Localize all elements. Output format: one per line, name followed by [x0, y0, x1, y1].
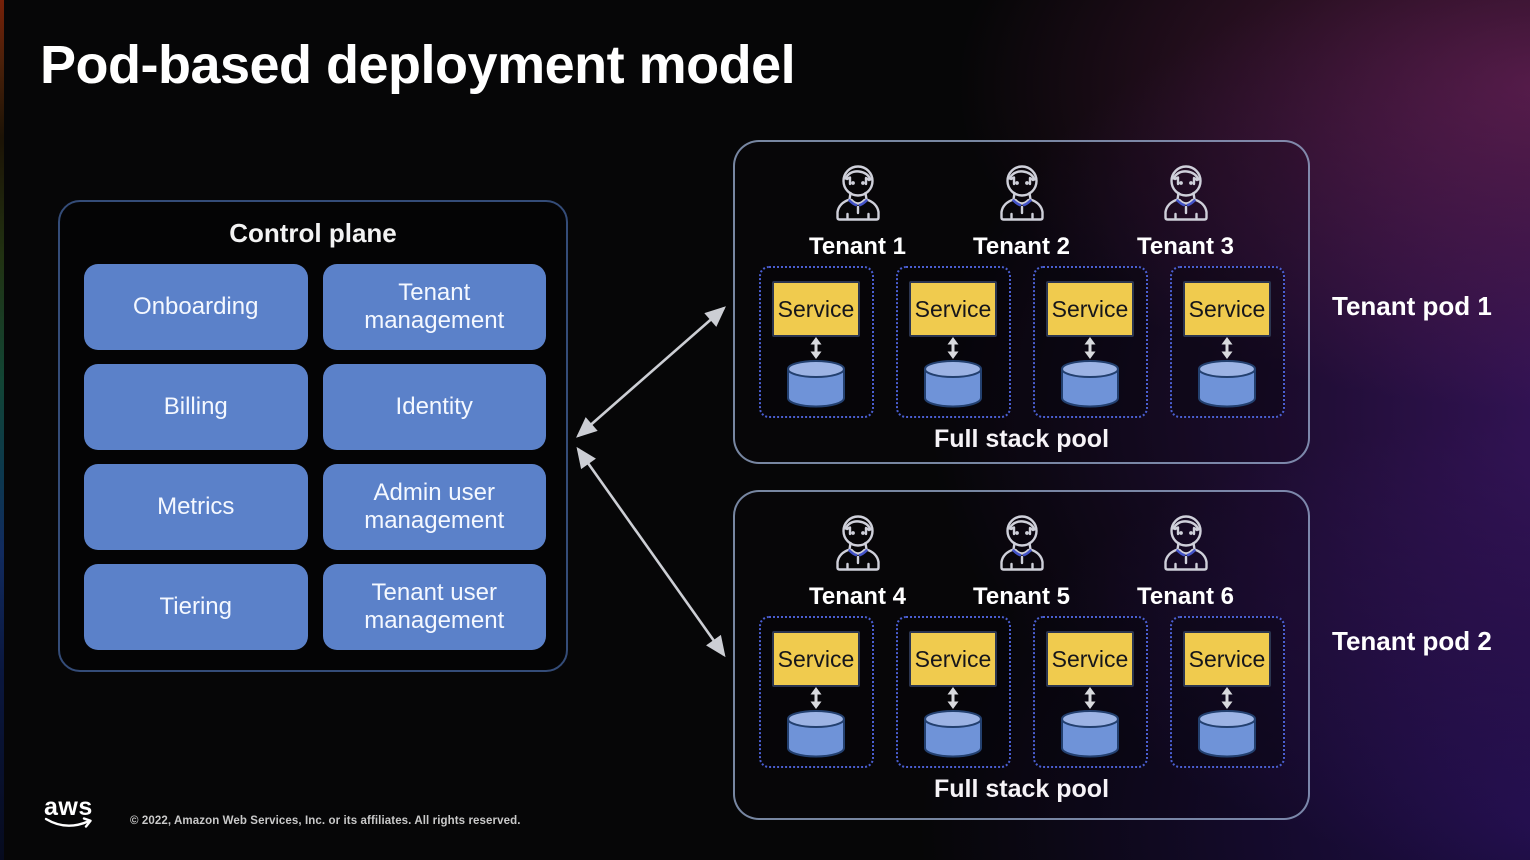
- copyright-text: © 2022, Amazon Web Services, Inc. or its…: [130, 815, 521, 827]
- person-icon: [999, 165, 1044, 221]
- control-plane-label: Control plane: [229, 218, 397, 248]
- service-identity: Identity: [322, 364, 546, 450]
- service-unit: Service: [758, 616, 874, 768]
- tenant-label: Tenant 1: [809, 233, 906, 260]
- person-icon: [835, 165, 880, 221]
- service-box: Service: [1183, 281, 1271, 337]
- service-unit: Service: [1169, 616, 1285, 768]
- arrow-control-to-pod2: [576, 446, 726, 658]
- tenant-6: Tenant 6: [1111, 507, 1261, 611]
- bidirectional-arrow-icon: [946, 337, 960, 359]
- database-icon: [787, 710, 845, 758]
- service-box: Service: [772, 281, 860, 337]
- service-box: Service: [909, 281, 997, 337]
- database-icon: [787, 360, 845, 408]
- database-icon: [1061, 360, 1119, 408]
- tenant-pod-1-label: Tenant pod 1: [1332, 291, 1492, 321]
- service-box: Service: [1183, 631, 1271, 687]
- database-icon: [924, 360, 982, 408]
- tenant-label: Tenant 6: [1137, 583, 1234, 610]
- service-tenant-user-management: Tenant user management: [322, 564, 546, 650]
- database-icon: [1198, 360, 1256, 408]
- tenant-label: Tenant 2: [973, 233, 1070, 260]
- tenant-4: Tenant 4: [783, 507, 933, 611]
- full-stack-pool-label: Full stack pool: [933, 425, 1110, 453]
- pod1-tenant-row: Tenant 1 Tenant 2 Tenant 3: [735, 157, 1308, 261]
- service-box: Service: [1046, 281, 1134, 337]
- tenant-pod-2-label: Tenant pod 2: [1332, 626, 1492, 656]
- tenant-2: Tenant 2: [947, 157, 1097, 261]
- control-plane-grid: Onboarding Tenant management Billing Ide…: [84, 264, 546, 650]
- service-unit: Service: [895, 266, 1011, 418]
- person-icon: [835, 515, 880, 571]
- service-box: Service: [772, 631, 860, 687]
- tenant-label: Tenant 5: [973, 583, 1070, 610]
- pod1-service-row: Service Service Service Service: [735, 266, 1308, 418]
- tenant-3: Tenant 3: [1111, 157, 1261, 261]
- person-icon: [999, 515, 1044, 571]
- arrow-control-to-pod1: [576, 306, 726, 438]
- database-icon: [1061, 710, 1119, 758]
- aws-smile-icon: [44, 816, 92, 828]
- service-box: Service: [1046, 631, 1134, 687]
- tenant-5: Tenant 5: [947, 507, 1097, 611]
- person-icon: [1163, 515, 1208, 571]
- service-onboarding: Onboarding: [84, 264, 308, 350]
- service-billing: Billing: [84, 364, 308, 450]
- tenant-label: Tenant 3: [1137, 233, 1234, 260]
- page-title: Pod-based deployment model: [40, 35, 796, 95]
- database-icon: [924, 710, 982, 758]
- tenant-1: Tenant 1: [783, 157, 933, 261]
- tenant-pod-1-box: Tenant 1 Tenant 2 Tenant 3 Service Servi…: [733, 140, 1310, 464]
- service-tenant-management: Tenant management: [322, 264, 546, 350]
- tenant-pod-2-box: Tenant 4 Tenant 5 Tenant 6 Service Servi…: [733, 490, 1310, 820]
- aws-logo: aws: [44, 793, 104, 833]
- pod2-tenant-row: Tenant 4 Tenant 5 Tenant 6: [735, 507, 1308, 611]
- service-tiering: Tiering: [84, 564, 308, 650]
- service-admin-user-management: Admin user management: [322, 464, 546, 550]
- database-icon: [1198, 710, 1256, 758]
- bidirectional-arrow-icon: [946, 687, 960, 709]
- service-unit: Service: [1032, 266, 1148, 418]
- person-icon: [1163, 165, 1208, 221]
- left-edge-gradient: [0, 0, 4, 860]
- bidirectional-arrow-icon: [809, 337, 823, 359]
- bidirectional-arrow-icon: [1083, 687, 1097, 709]
- service-unit: Service: [1169, 266, 1285, 418]
- service-unit: Service: [895, 616, 1011, 768]
- service-unit: Service: [758, 266, 874, 418]
- pod2-service-row: Service Service Service Service: [735, 616, 1308, 768]
- bidirectional-arrow-icon: [1220, 337, 1234, 359]
- bidirectional-arrow-icon: [809, 687, 823, 709]
- tenant-label: Tenant 4: [809, 583, 906, 610]
- bidirectional-arrow-icon: [1220, 687, 1234, 709]
- service-unit: Service: [1032, 616, 1148, 768]
- aws-logo-text: aws: [44, 793, 93, 821]
- control-plane-box: Control plane Onboarding Tenant manageme…: [58, 200, 568, 672]
- service-metrics: Metrics: [84, 464, 308, 550]
- full-stack-pool-label: Full stack pool: [933, 775, 1110, 803]
- service-box: Service: [909, 631, 997, 687]
- bidirectional-arrow-icon: [1083, 337, 1097, 359]
